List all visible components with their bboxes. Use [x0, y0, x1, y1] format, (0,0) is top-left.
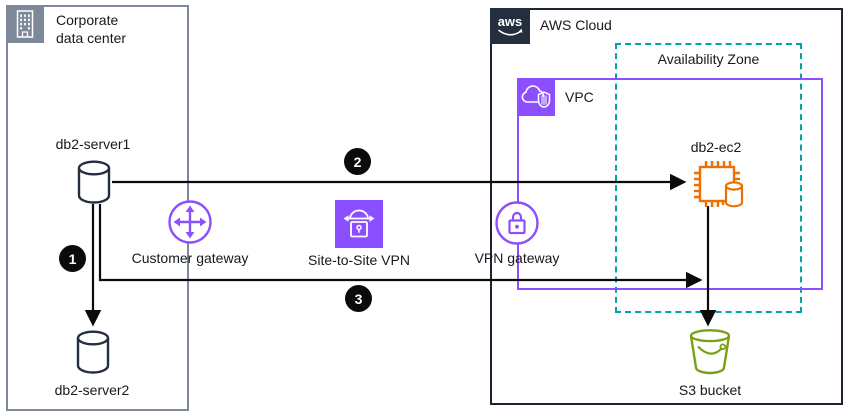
customer-gateway-label: Customer gateway [131, 250, 249, 266]
aws-logo-text: aws [498, 14, 523, 29]
database-cylinder-icon [74, 329, 112, 375]
site-to-site-vpn-label: Site-to-Site VPN [308, 252, 410, 268]
s3-bucket-label: S3 bucket [678, 382, 742, 398]
step-badge-2: 2 [344, 148, 371, 175]
building-icon [6, 5, 44, 43]
vpn-gateway-label: VPN gateway [474, 250, 560, 266]
aws-cloud-label: AWS Cloud [540, 17, 612, 33]
corporate-data-center-label: Corporate data center [56, 12, 127, 46]
db2-ec2-label: db2-ec2 [690, 139, 742, 155]
bucket-icon [685, 327, 735, 377]
cross-arrows-icon [167, 199, 213, 245]
availability-zone-label: Availability Zone [657, 51, 760, 67]
step-badge-1: 1 [59, 245, 86, 272]
db2-server2-label: db2-server2 [54, 382, 130, 398]
step-badge-3: 3 [345, 285, 372, 312]
aws-logo-icon: aws [490, 8, 530, 44]
lock-arrows-icon [335, 200, 383, 248]
vpc-box [517, 78, 823, 290]
lock-circle-icon [494, 200, 540, 246]
database-cylinder-icon [75, 159, 113, 205]
ec2-chip-db-icon [690, 158, 746, 210]
vpc-label: VPC [565, 89, 594, 105]
db2-server1-label: db2-server1 [55, 136, 131, 152]
cloud-shield-icon [517, 78, 555, 116]
